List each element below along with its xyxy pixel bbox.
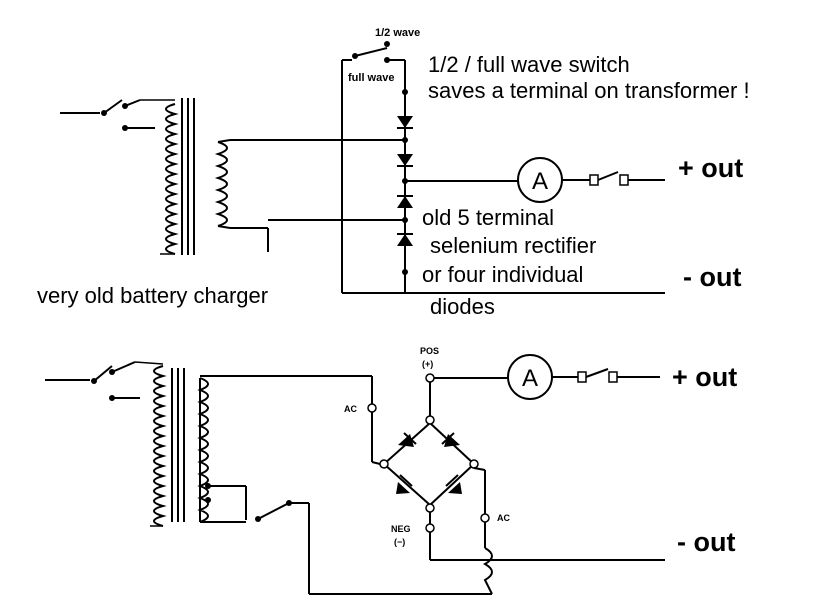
bottom-ammeter-label: A: [522, 365, 538, 392]
top-half-full-switch: [342, 41, 405, 63]
bottom-circuit: A POS (+) AC AC NEG (−) + out - out: [45, 346, 737, 595]
ac-right-label: AC: [497, 513, 510, 523]
bottom-fuse: [577, 368, 618, 383]
top-primary-winding: [140, 99, 179, 255]
bottom-minus-out-label: - out: [677, 527, 735, 557]
top-fuse: [589, 171, 629, 186]
bottom-mains-switch: [45, 361, 140, 401]
rectifier-note-line2: selenium rectifier: [430, 233, 596, 258]
bottom-bridge-rectifier: [379, 415, 479, 513]
ac-left-label: AC: [344, 404, 357, 414]
bottom-ammeter: A: [507, 354, 553, 400]
rectifier-note-line1: old 5 terminal: [422, 205, 554, 230]
bottom-secondary-winding: [197, 375, 372, 523]
top-ammeter-label: A: [532, 168, 548, 195]
bottom-tap-switch: [255, 500, 492, 595]
switch-note-line1: 1/2 / full wave switch: [428, 52, 630, 77]
top-circuit: A 1/2 wave full wave 1/2 / full wave swi…: [37, 27, 750, 319]
top-minus-out-label: - out: [683, 262, 741, 292]
charger-label: very old battery charger: [37, 283, 268, 308]
top-plus-out-label: + out: [678, 153, 743, 183]
bottom-transformer-core: [171, 368, 185, 522]
bottom-primary-winding: [134, 361, 167, 527]
pos-label: POS: [420, 346, 439, 356]
rectifier-note-line3: or four individual: [422, 262, 583, 287]
rectifier-note-line4: diodes: [430, 294, 495, 319]
bottom-plus-out-label: + out: [672, 362, 737, 392]
top-selenium-rectifier: [397, 60, 413, 293]
top-ammeter: A: [517, 157, 563, 203]
switch-note-line2: saves a terminal on transformer !: [428, 78, 750, 103]
top-mains-switch: [60, 99, 155, 131]
top-secondary-winding: [214, 139, 268, 229]
top-transformer-core: [181, 98, 195, 255]
neg-label: NEG: [391, 524, 411, 534]
full-wave-label: full wave: [348, 72, 394, 84]
pos-sign: (+): [422, 359, 433, 369]
half-wave-label: 1/2 wave: [375, 27, 420, 39]
neg-sign: (−): [394, 537, 405, 547]
